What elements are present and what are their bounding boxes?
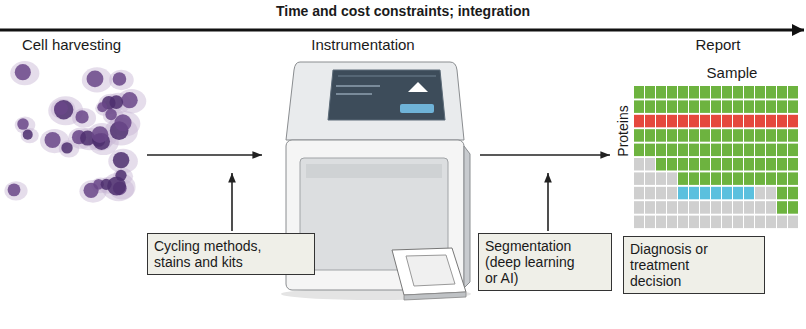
heat-map [634,86,798,228]
axis-label: Sample [682,64,782,82]
input-arrow [231,173,233,231]
process-box: Diagnosis or treatment decision [623,236,765,294]
axis-label: Proteins [615,105,631,156]
process-box: Segmentation (deep learning or AI) [478,233,612,291]
timeline-arrow [0,29,804,32]
box-text: Cycling methods, stains and kits [154,238,279,270]
input-arrow [547,173,549,231]
stage-heading: Report [624,36,806,54]
timeline-title: Time and cost constraints; integration [0,3,806,20]
stage-heading: Cell harvesting [0,36,143,54]
box-text: Segmentation (deep learning or AI) [485,238,587,286]
flow-arrow [480,154,610,156]
flow-arrow [147,154,262,156]
stage-figure: ReportSampleProteins [614,36,802,232]
stage-figure: Cell harvesting [0,36,143,211]
cell-cluster [4,61,146,203]
stage-heading: Instrumentation [266,36,476,54]
box-text: Diagnosis or treatment decision [630,241,732,289]
process-box: Cycling methods, stains and kits [147,233,315,275]
